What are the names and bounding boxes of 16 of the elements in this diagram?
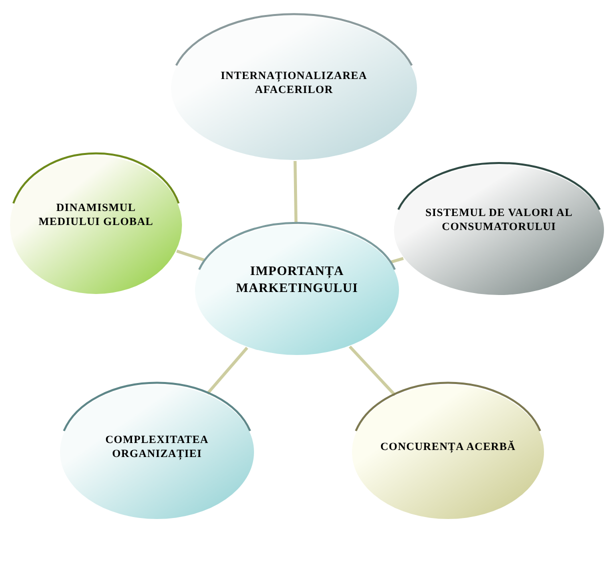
- topic-label: SISTEMUL DE VALORI AL CONSUMATORULUI: [424, 206, 574, 234]
- topic-label: CONCURENȚA ACERBĂ: [379, 440, 517, 454]
- connector-line: [294, 160, 298, 224]
- topic-ellipse: [9, 155, 183, 295]
- connector-line: [176, 250, 206, 262]
- topic-ellipse: [194, 224, 400, 356]
- topic-label: COMPLEXITATEA ORGANIZAȚIEI: [104, 432, 210, 462]
- topic-ellipse: [351, 384, 545, 520]
- topic-label: INTERNAȚIONALIZAREA AFACERILOR: [220, 68, 368, 98]
- topic-label: DINAMISMUL MEDIULUI GLOBAL: [38, 200, 154, 230]
- connector-line: [206, 346, 248, 395]
- connector-line: [348, 346, 396, 396]
- topic-ellipse: [393, 164, 605, 296]
- connector-line: [390, 256, 404, 264]
- topic-ellipse: [59, 384, 255, 520]
- topic-label: IMPORTANȚA MARKETINGULUI: [234, 263, 360, 297]
